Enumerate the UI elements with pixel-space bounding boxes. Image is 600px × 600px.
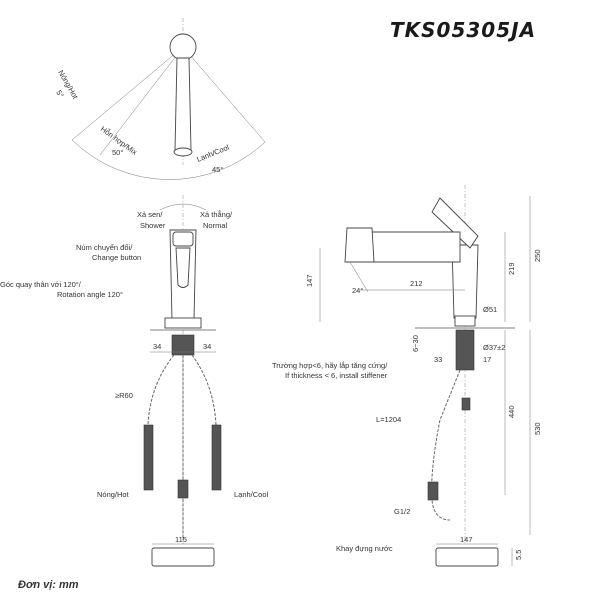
model-title: TKS05305JA	[390, 18, 537, 42]
dim-440: 440	[507, 405, 516, 418]
shower-label-en: Shower	[140, 221, 166, 230]
weight-block	[151, 547, 215, 567]
dim-250: 250	[533, 249, 542, 262]
rotation-label-en: Rotation angle 120°	[57, 290, 123, 299]
hot-angle: 5°	[54, 89, 65, 100]
normal-label-vi: Xả thẳng/	[200, 210, 233, 219]
weight-label: Khay đựng nước	[336, 544, 393, 553]
cold-label: Lạnh/Cool	[195, 143, 230, 164]
thread-label: G1/2	[394, 507, 410, 516]
lever-base	[173, 147, 193, 157]
thickness-note-en: If thickness < 6, install stiffener	[285, 371, 388, 380]
side-connector	[427, 481, 439, 501]
thickness-note-vi: Trường hợp<6, hãy lắp tăng cứng/	[272, 361, 388, 370]
dim-right: 34	[203, 342, 211, 351]
angle-24: 24°	[352, 286, 363, 295]
side-base	[454, 315, 476, 327]
center-connector	[177, 479, 189, 499]
dim-33: 33	[434, 355, 442, 364]
unit-label: Đơn vị: mm	[18, 579, 79, 591]
dim-212: 212	[410, 279, 423, 288]
rotation-arrow	[159, 203, 207, 211]
dia-51: Ø51	[483, 305, 497, 314]
rotation-label-vi: Góc quay thân với 120°/	[0, 280, 82, 289]
base-plate	[164, 317, 202, 329]
lever-head	[169, 33, 197, 61]
cold-angle: 45°	[212, 165, 223, 174]
side-clip	[461, 397, 471, 411]
hose-length: L=1204	[376, 415, 401, 424]
dim-left: 34	[153, 342, 161, 351]
change-button	[172, 231, 194, 247]
base-width: 115	[175, 535, 187, 544]
front-view: Xả sen/ Shower Xả thẳng/ Normal Núm chuy…	[0, 195, 269, 567]
lever-body	[174, 57, 192, 156]
mix-angle: 50°	[112, 148, 123, 157]
angle-line	[349, 261, 369, 293]
dim-17: 17	[483, 355, 491, 364]
angle-arc	[71, 139, 266, 180]
spray-head	[175, 247, 191, 288]
dia-37: Ø37±2	[483, 343, 505, 352]
normal-label-en: Normal	[203, 221, 228, 230]
change-button-label-vi: Núm chuyển đổi/	[76, 243, 133, 252]
cold-label: Lạnh/Cool	[234, 490, 269, 499]
mix-limit-line	[99, 46, 184, 156]
shower-label-vi: Xả sen/	[137, 210, 163, 219]
hot-hose	[147, 354, 175, 426]
cold-hose	[191, 354, 217, 426]
hot-label: Nóng/Hot	[97, 490, 130, 499]
side-spray-head	[344, 227, 375, 263]
dim-530: 530	[533, 422, 542, 435]
radius-label: ≥R60	[115, 391, 133, 400]
cold-connector	[211, 424, 222, 491]
side-shank	[455, 329, 475, 371]
dim-147: 147	[305, 274, 314, 287]
weight-width: 147	[460, 535, 473, 544]
dim-219: 219	[507, 262, 516, 275]
hot-limit-line	[71, 46, 184, 141]
hot-connector	[143, 424, 154, 491]
side-lever	[431, 197, 479, 249]
cold-limit-line	[182, 46, 266, 143]
top-view: Nóng/Hot 5° Hỗn hợp/Mix 50° Lạnh/Cool 45…	[54, 18, 266, 180]
side-weight	[435, 547, 499, 567]
side-hose	[431, 369, 461, 521]
weight-height: 5.5	[514, 550, 523, 560]
dim-6-30: 6~30	[411, 335, 420, 352]
side-view: 147 24° 212 219 250 Ø51 Ø37±2 6~30 33 17…	[272, 185, 542, 567]
change-button-label-en: Change button	[92, 253, 141, 262]
